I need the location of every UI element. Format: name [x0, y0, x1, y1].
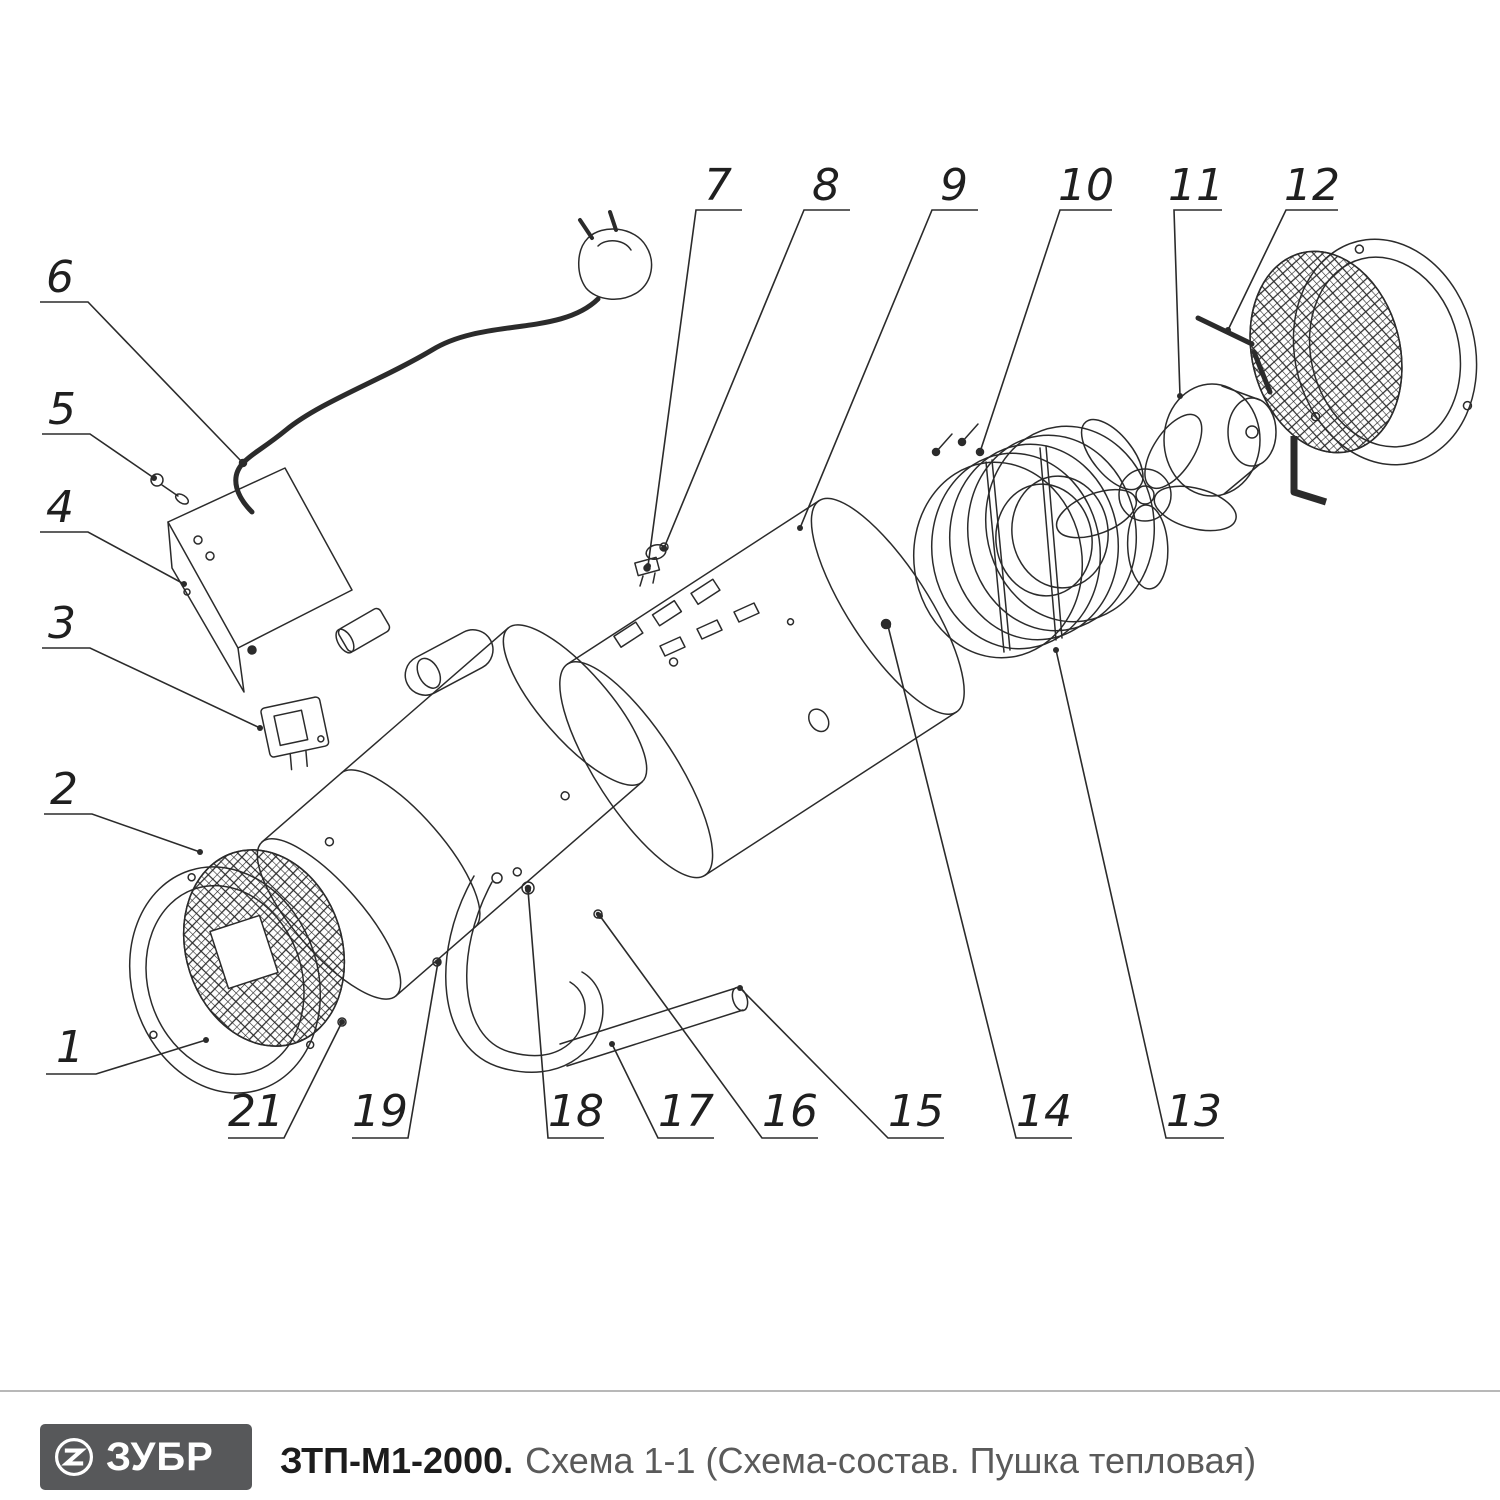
- callout-dot-18: [525, 887, 531, 893]
- callout-leader-13: [1055, 649, 1224, 1139]
- callout-leader-18: [527, 889, 604, 1139]
- callout-number-21: 21: [228, 1086, 284, 1137]
- callout-dot-14: [885, 623, 891, 629]
- callout-number-7: 7: [704, 160, 732, 211]
- callout-leader-1: [46, 1039, 207, 1075]
- fan-impeller: [1055, 413, 1237, 590]
- callout-number-1: 1: [56, 1022, 84, 1073]
- switch: [260, 696, 330, 771]
- footer-divider: [0, 1390, 1500, 1392]
- callout-number-6: 6: [46, 252, 74, 303]
- callout-number-2: 2: [50, 764, 78, 815]
- callout-number-12: 12: [1284, 160, 1340, 211]
- callout-leader-5: [42, 433, 155, 479]
- callout-leader-8: [663, 209, 850, 549]
- brand-name: ЗУБР: [106, 1434, 214, 1479]
- callout-number-17: 17: [658, 1086, 714, 1137]
- callout-dot-8: [661, 545, 667, 551]
- callout-number-13: 13: [1166, 1086, 1222, 1137]
- callout-number-5: 5: [48, 384, 76, 435]
- callout-number-19: 19: [352, 1086, 408, 1137]
- front-ring: [128, 866, 322, 1094]
- callout-number-16: 16: [762, 1086, 818, 1137]
- callout-number-8: 8: [812, 160, 840, 211]
- callout-dot-3: [257, 725, 263, 731]
- callout-leader-17: [611, 1043, 714, 1139]
- callout-leader-6: [40, 301, 243, 463]
- callout-dot-6: [239, 459, 245, 465]
- callout-leader-15: [739, 987, 944, 1139]
- callout-dot-15: [737, 985, 743, 991]
- fan-motor: [1163, 383, 1277, 497]
- callout-number-15: 15: [888, 1086, 944, 1137]
- callout-dot-16: [597, 913, 603, 919]
- callout-dot-17: [609, 1041, 615, 1047]
- callout-dot-10: [977, 449, 983, 455]
- callout-dot-13: [1053, 647, 1059, 653]
- callout-leader-4: [40, 531, 185, 585]
- callout-dot-1: [203, 1037, 209, 1043]
- schema-subtitle: Схема 1-1 (Схема-состав. Пушка тепловая): [525, 1440, 1257, 1481]
- callout-leader-2: [44, 813, 201, 853]
- cable-loop: [445, 875, 604, 1073]
- callout-number-11: 11: [1168, 160, 1224, 211]
- model-number: ЗТП-М1-2000.: [280, 1440, 514, 1481]
- handle-tube: [559, 986, 749, 1067]
- callout-leader-16: [599, 915, 818, 1139]
- rear-grille: [1249, 250, 1403, 454]
- callout-dot-12: [1225, 327, 1231, 333]
- callout-number-9: 9: [940, 160, 968, 211]
- callout-number-4: 4: [46, 482, 74, 533]
- control-box-cover: [167, 467, 353, 693]
- callout-dot-9: [797, 525, 803, 531]
- callout-leader-3: [42, 647, 261, 729]
- pins: [1195, 315, 1273, 395]
- screw-part5: [150, 473, 190, 505]
- callout-leader-9: [799, 209, 978, 529]
- brand-emblem-icon: [54, 1437, 94, 1477]
- callout-leader-12: [1227, 209, 1338, 331]
- callout-dot-2: [197, 849, 203, 855]
- callout-leader-21: [228, 1021, 343, 1139]
- diagram-title: ЗТП-М1-2000. Схема 1-1 (Схема-состав. Пу…: [280, 1440, 1256, 1482]
- callout-leader-10: [979, 209, 1112, 453]
- heating-element-coil: [912, 423, 1156, 659]
- callout-number-3: 3: [48, 598, 76, 649]
- callout-dot-11: [1177, 393, 1183, 399]
- hex-key: [1290, 436, 1328, 506]
- inner-housing: [559, 497, 965, 879]
- callout-leader-7: [647, 209, 742, 567]
- callout-number-14: 14: [1016, 1086, 1072, 1137]
- callout-leader-14: [887, 625, 1072, 1139]
- callout-number-18: 18: [548, 1086, 604, 1137]
- housing-tabs: [659, 602, 760, 657]
- callout-dot-7: [645, 563, 651, 569]
- callout-dot-5: [151, 475, 157, 481]
- mount-tube: [335, 607, 391, 654]
- brand-logo: ЗУБР: [40, 1424, 252, 1490]
- callout-number-10: 10: [1058, 160, 1114, 211]
- callout-dot-4: [181, 581, 187, 587]
- callout-leader-19: [352, 961, 439, 1139]
- callout-dot-19: [435, 959, 441, 965]
- callout-dot-21: [339, 1019, 345, 1025]
- handle-grip: [404, 629, 494, 696]
- callout-leader-11: [1173, 209, 1222, 397]
